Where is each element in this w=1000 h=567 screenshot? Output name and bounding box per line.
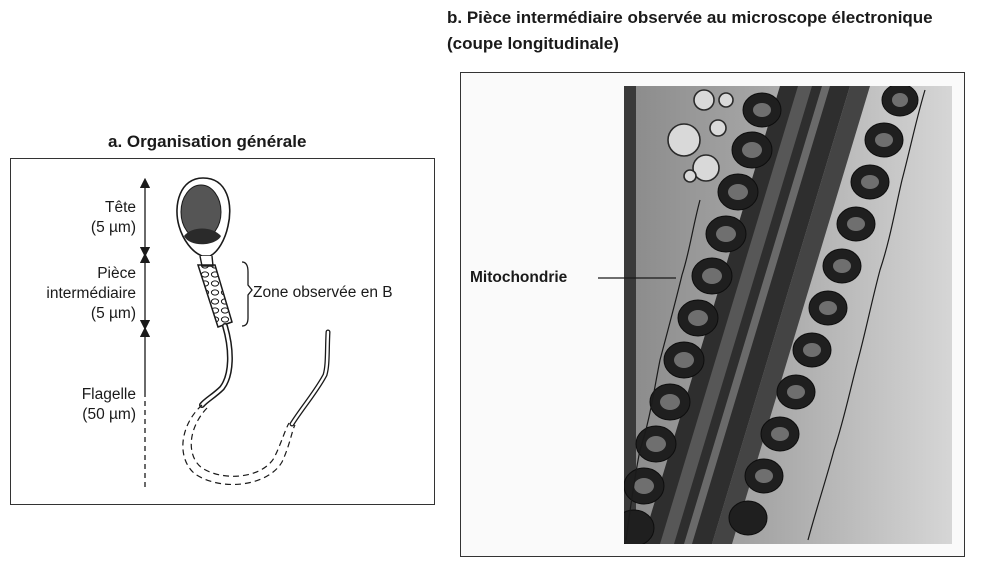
panel-a-frame: [10, 158, 435, 505]
panel-a-title: a. Organisation générale: [108, 132, 307, 151]
panel-b-frame: [460, 72, 965, 557]
label-tete: Tête: [104, 199, 136, 216]
panel-b-title-line2: (coupe longitudinale): [447, 34, 619, 53]
label-mitochondrie: Mitochondrie: [470, 269, 568, 286]
panel-b-title-line1: b. Pièce intermédiaire observée au micro…: [447, 8, 933, 27]
label-intermediaire: intermédiaire: [46, 285, 136, 302]
label-flagelle-size: (50 µm): [82, 406, 136, 423]
label-piece: Pièce: [97, 265, 136, 282]
label-tete-size: (5 µm): [90, 219, 136, 236]
label-piece-size: (5 µm): [90, 305, 136, 322]
label-flagelle: Flagelle: [81, 386, 136, 403]
label-zone-observee: Zone observée en B: [253, 284, 393, 301]
